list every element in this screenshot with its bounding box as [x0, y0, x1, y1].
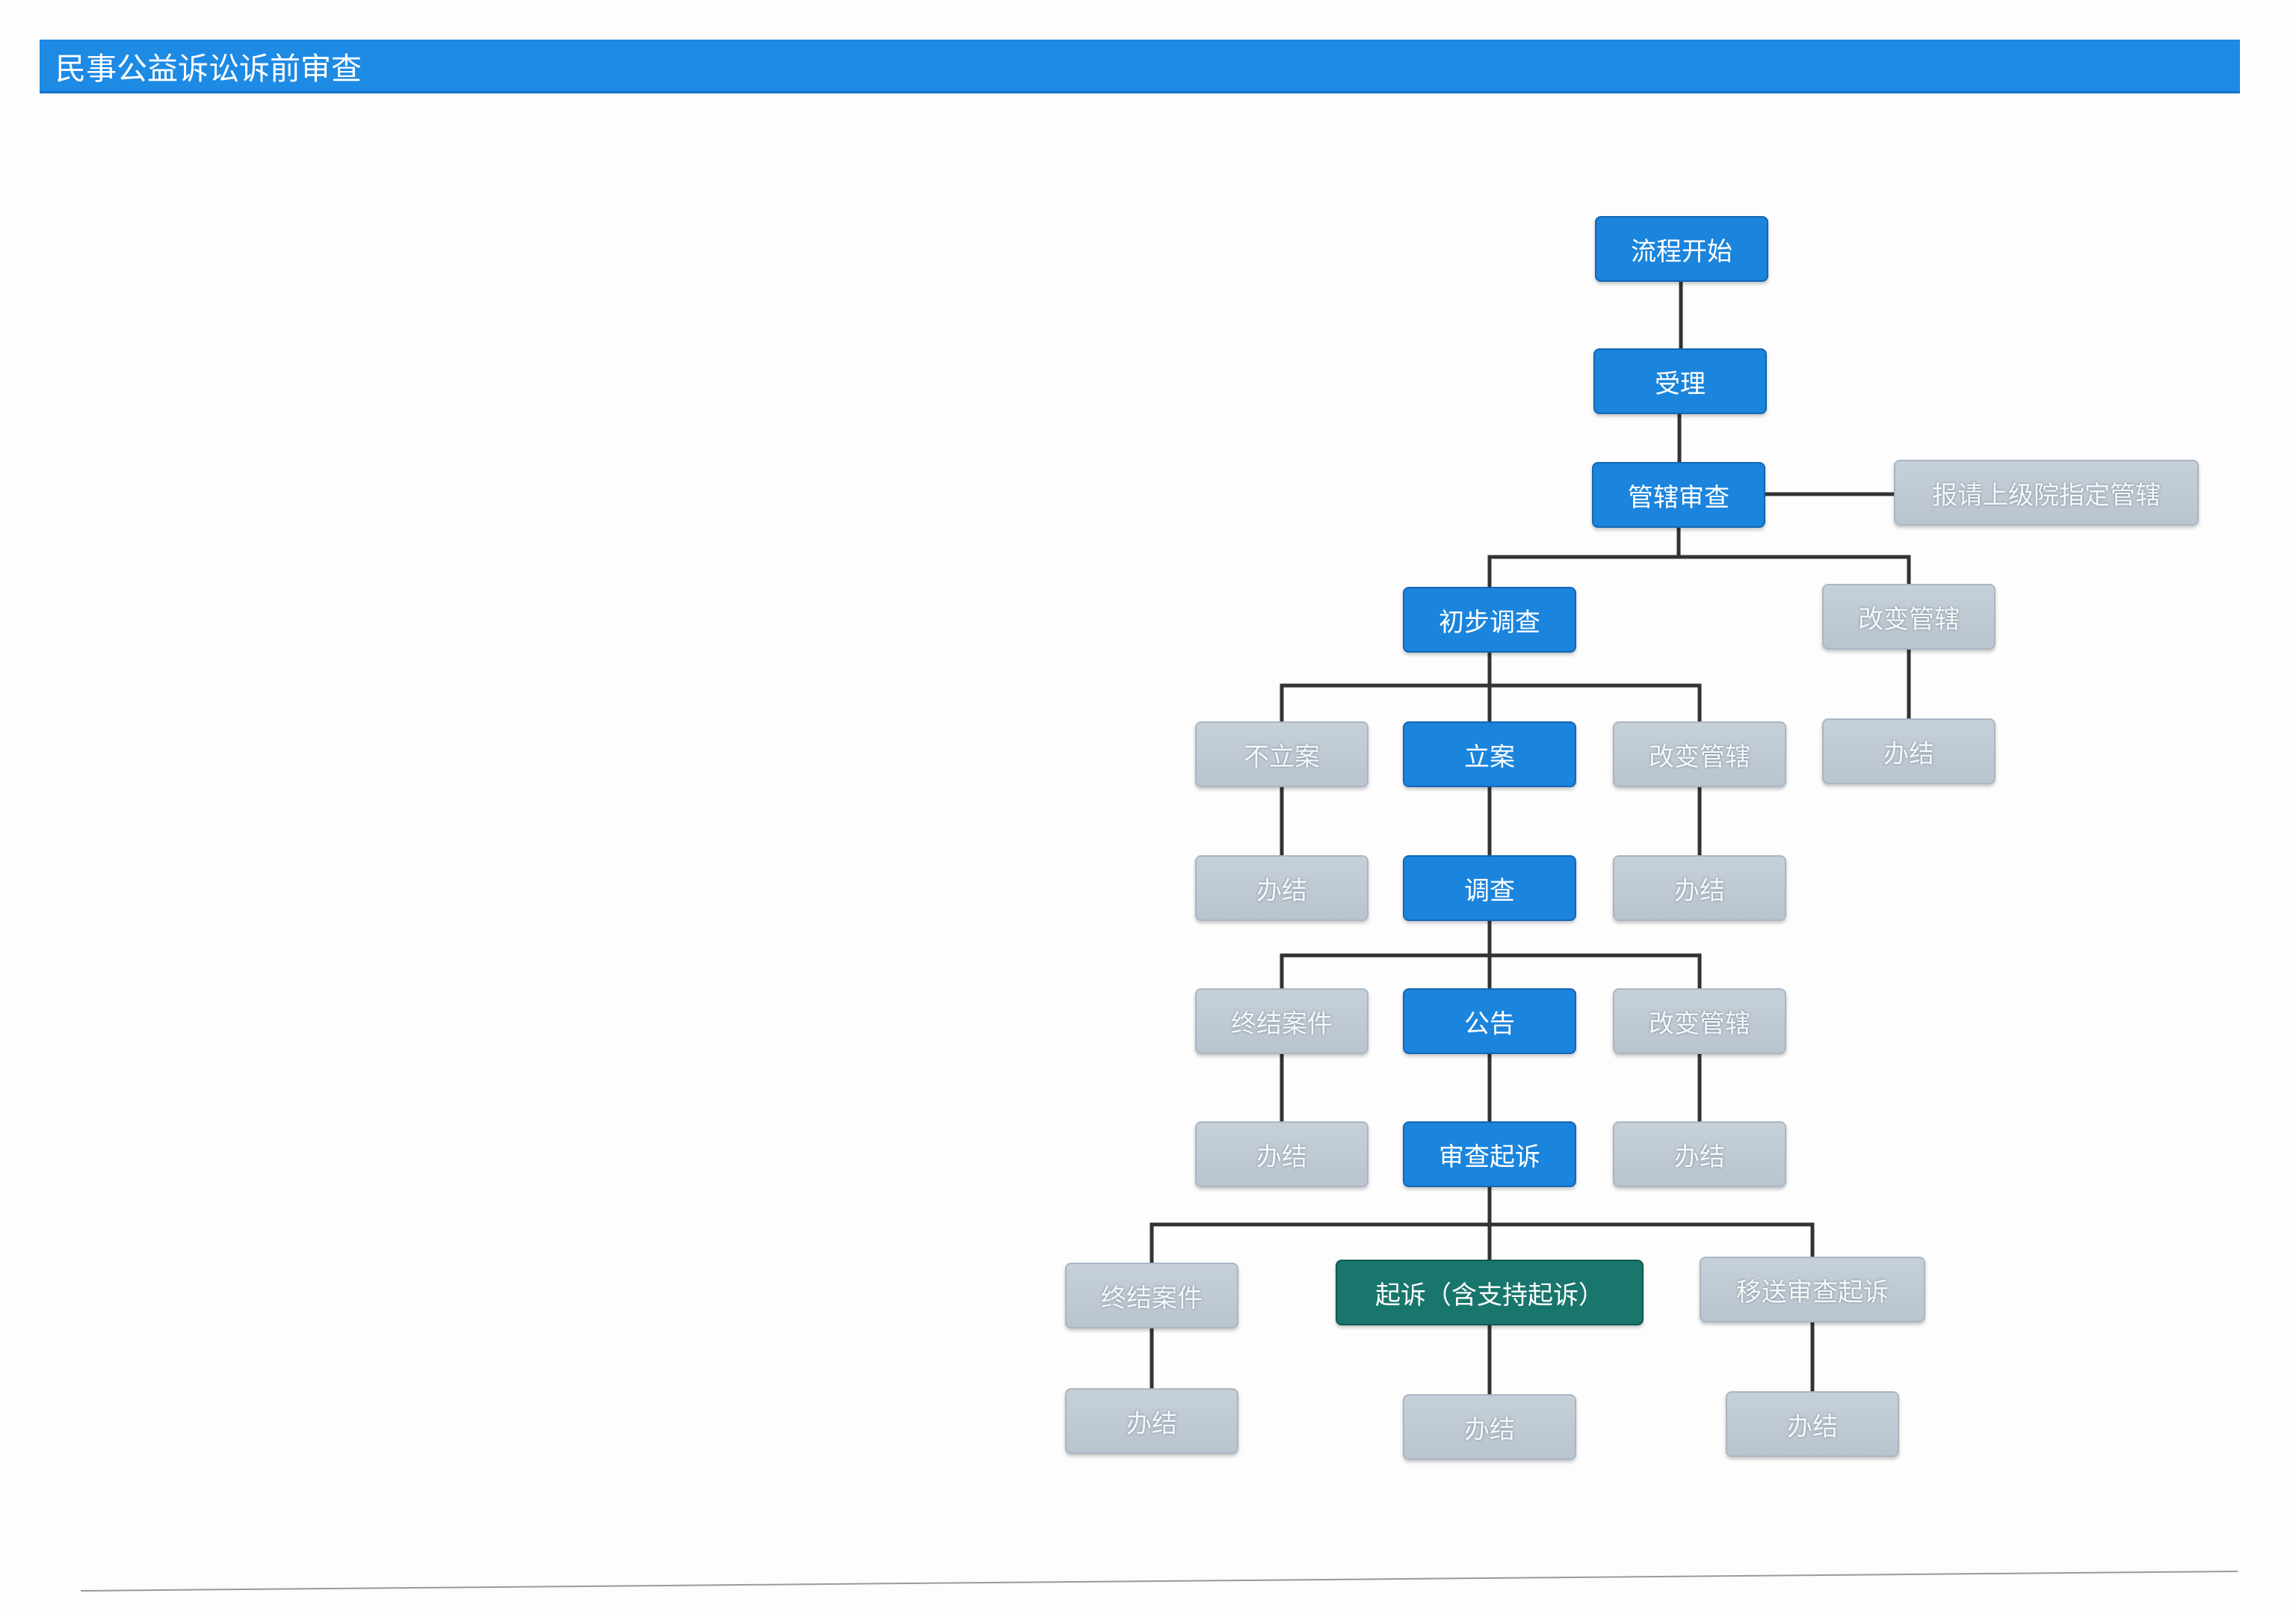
node-case-closed: 办结 — [1613, 855, 1786, 921]
node-no-case-filing: 不立案 — [1195, 721, 1368, 787]
header-bar: 民事公益诉讼诉前审查 — [40, 40, 2240, 93]
node-case-closed: 办结 — [1403, 1394, 1576, 1460]
node-terminate-case: 终结案件 — [1065, 1263, 1238, 1328]
node-review-prosecution: 审查起诉 — [1403, 1121, 1576, 1187]
node-preliminary-investigation: 初步调查 — [1403, 587, 1576, 653]
node-acceptance: 受理 — [1593, 348, 1767, 414]
node-request-superior-designation: 报请上级院指定管辖 — [1894, 460, 2199, 526]
node-change-jurisdiction: 改变管辖 — [1613, 988, 1786, 1054]
node-case-closed: 办结 — [1065, 1388, 1238, 1454]
node-case-closed: 办结 — [1822, 718, 1996, 784]
node-transfer-review-prosecution: 移送审查起诉 — [1700, 1257, 1925, 1322]
node-change-jurisdiction: 改变管辖 — [1613, 721, 1786, 787]
node-case-closed: 办结 — [1613, 1121, 1786, 1187]
node-prosecution: 起诉（含支持起诉） — [1336, 1260, 1644, 1325]
node-change-jurisdiction: 改变管辖 — [1822, 584, 1996, 650]
node-case-closed: 办结 — [1195, 855, 1368, 921]
footer-divider-line — [80, 1571, 2238, 1592]
node-case-filing: 立案 — [1403, 721, 1576, 787]
node-case-closed: 办结 — [1726, 1391, 1899, 1457]
node-jurisdiction-review: 管辖审查 — [1592, 462, 1765, 528]
node-terminate-case: 终结案件 — [1195, 988, 1368, 1054]
node-case-closed: 办结 — [1195, 1121, 1368, 1187]
node-process-start: 流程开始 — [1595, 216, 1768, 282]
node-announcement: 公告 — [1403, 988, 1576, 1054]
page-title: 民事公益诉讼诉前审查 — [55, 50, 362, 87]
node-investigation: 调查 — [1403, 855, 1576, 921]
